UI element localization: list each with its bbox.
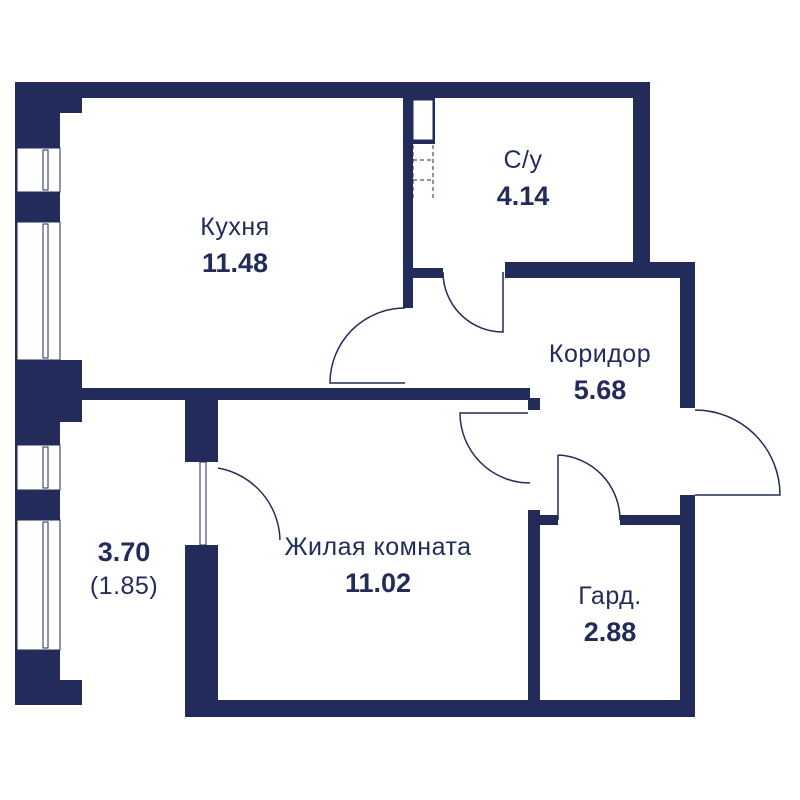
- doors: [217, 145, 781, 541]
- room-name: Гард.: [578, 582, 642, 610]
- room-name: С/у: [503, 146, 543, 174]
- room-wardrobe: Гард. 2.88: [578, 582, 641, 648]
- room-area: 5.68: [573, 375, 627, 405]
- room-balcony: 3.70 (1.85): [90, 537, 158, 601]
- room-area: 2.88: [583, 617, 637, 647]
- balcony-door-frame: [199, 461, 207, 546]
- balcony-reduced-area: (1.85): [89, 572, 159, 600]
- room-kitchen: Кухня 11.48: [200, 213, 269, 279]
- room-name: Кухня: [200, 213, 270, 241]
- room-area: 11.48: [201, 248, 269, 278]
- room-living: Жилая комната 11.02: [284, 533, 471, 599]
- room-name: Коридор: [548, 340, 652, 368]
- room-bathroom: С/у 4.14: [497, 146, 550, 212]
- room-corridor: Коридор 5.68: [549, 340, 651, 406]
- room-area: 11.02: [344, 568, 412, 598]
- room-area: 4.14: [496, 181, 550, 211]
- room-name: Жилая комната: [284, 533, 472, 561]
- balcony-area: 3.70: [97, 537, 151, 567]
- windows: [16, 99, 434, 651]
